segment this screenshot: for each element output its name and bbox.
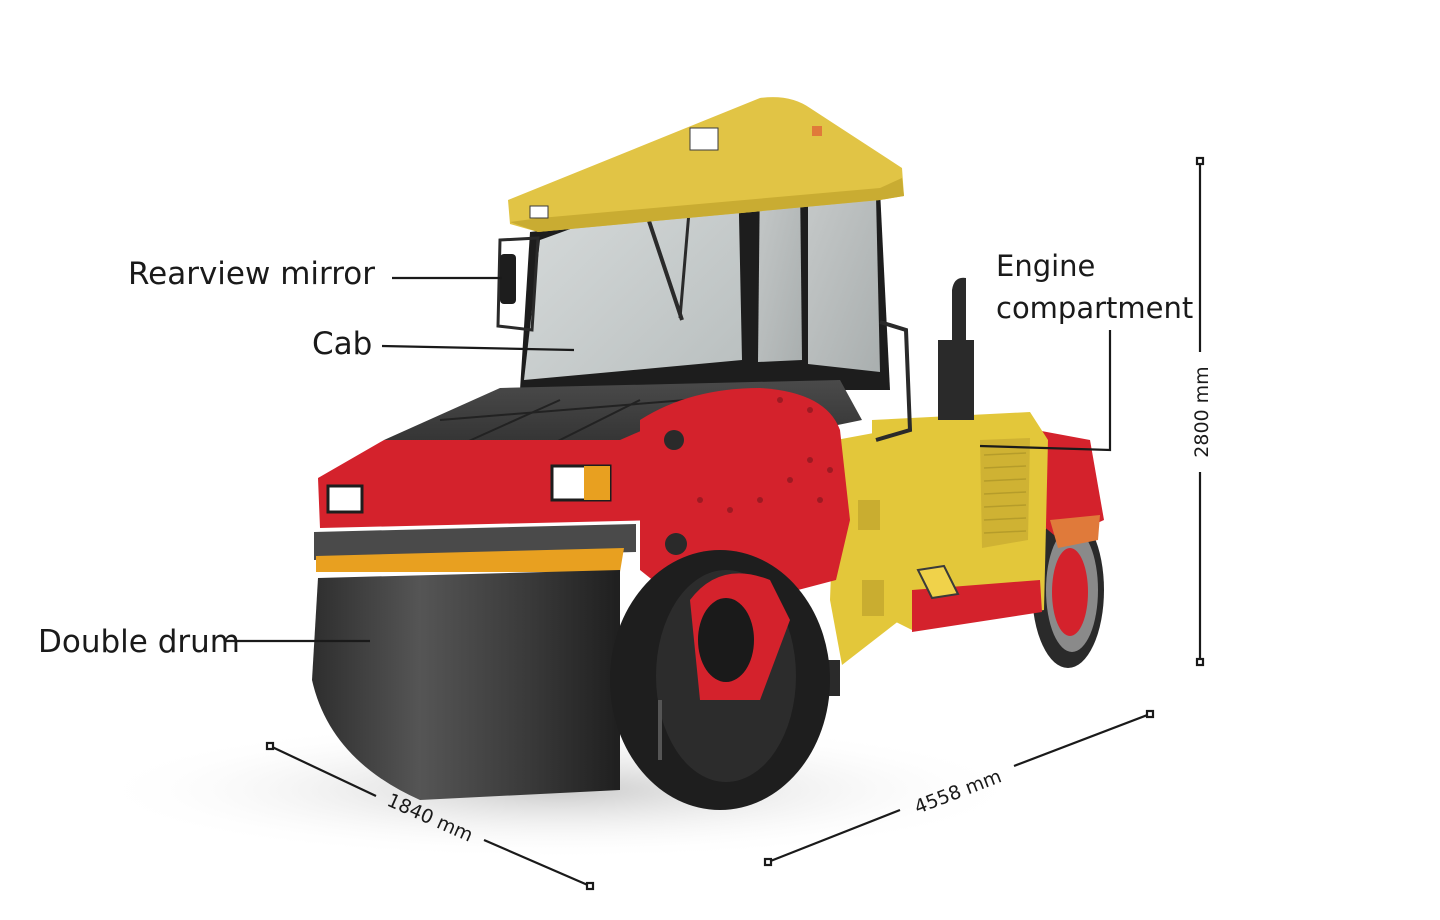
double-drum xyxy=(312,550,830,810)
rearview-mirror xyxy=(496,236,540,332)
cab-label: Cab xyxy=(312,326,373,362)
handrail xyxy=(875,320,913,442)
engine-compartment-label-line1: Engine xyxy=(996,249,1096,283)
cab-leader xyxy=(381,344,575,352)
callout-lines xyxy=(226,276,1112,643)
engine-compartment-leader xyxy=(979,330,1112,452)
engine-compartment xyxy=(872,277,1048,632)
engine-compartment-label-line2: compartment xyxy=(996,291,1194,325)
double-drum-label: Double drum xyxy=(38,624,240,660)
chassis xyxy=(822,430,900,696)
height-dimension xyxy=(1195,156,1205,667)
width-dimension xyxy=(265,741,595,891)
length-dimension xyxy=(763,709,1155,867)
rear-drum xyxy=(1032,430,1104,668)
cab xyxy=(508,97,904,390)
rearview-mirror-label: Rearview mirror xyxy=(128,256,375,292)
height-dimension-label: 2800 mm xyxy=(1191,366,1213,457)
